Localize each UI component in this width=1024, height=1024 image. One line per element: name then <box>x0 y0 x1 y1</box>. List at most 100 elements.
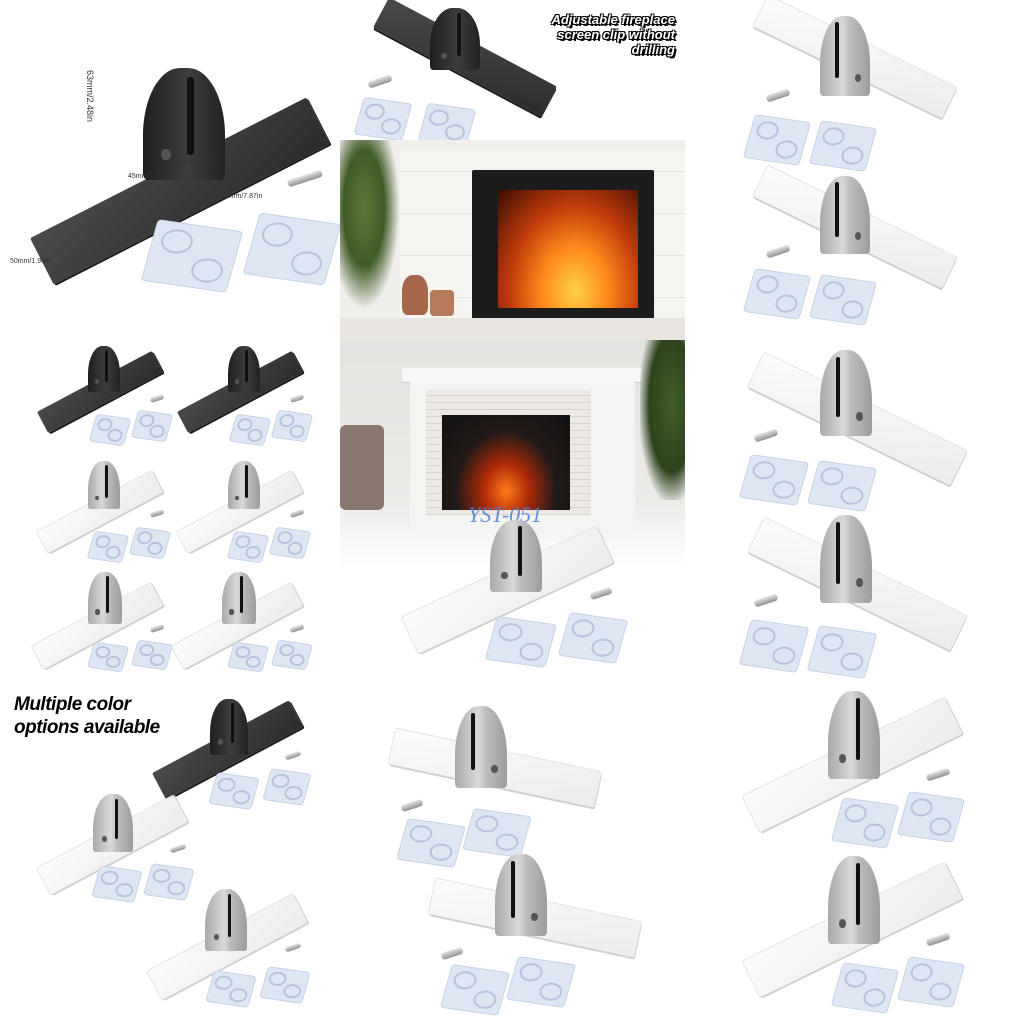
adhesive-pad <box>91 865 143 903</box>
small-kit-silver <box>170 568 314 673</box>
silver-kit-center <box>395 510 629 670</box>
screw <box>149 508 165 519</box>
headline-text: Adjustable fireplace screen clip without… <box>551 12 675 57</box>
silver-clip <box>490 520 542 592</box>
black-clip <box>210 699 248 755</box>
black-clip <box>143 68 225 180</box>
screw <box>289 623 305 634</box>
adhesive-pad <box>270 409 314 443</box>
dimension-plate-width-label: 50mm/1.96in <box>10 258 51 265</box>
silver-clip <box>455 706 507 788</box>
fire-insert <box>442 415 570 510</box>
pot <box>430 290 454 316</box>
screw <box>440 946 464 961</box>
adhesive-pad <box>205 970 257 1008</box>
silver-clip <box>228 461 260 509</box>
screw <box>284 750 302 761</box>
dimension-diagram-black-kit: 63mm/2.48in 33mm/1.3in 45mm/1.77in 200mm… <box>0 40 342 293</box>
screw <box>925 767 951 782</box>
variant-grid <box>30 340 314 673</box>
adhesive-pad <box>439 964 511 1016</box>
adhesive-pad <box>228 413 272 447</box>
adhesive-pad <box>806 625 878 679</box>
silver-kit-right-4 <box>738 505 980 679</box>
adhesive-pad <box>353 96 413 142</box>
mixed-kit-black <box>150 695 312 815</box>
hearth-ledge <box>340 318 685 340</box>
adhesive-pad <box>896 956 966 1008</box>
fireplace-scene-1 <box>340 140 685 340</box>
dimension-height-label: 63mm/2.48in <box>85 70 95 123</box>
silver-kit-bottom-right-2 <box>740 850 970 1020</box>
hero-black-kit <box>340 0 685 148</box>
armchair <box>340 425 384 510</box>
adhesive-pad <box>505 956 577 1008</box>
plant <box>640 340 685 500</box>
adhesive-pad <box>86 530 130 564</box>
adhesive-pad <box>270 639 314 671</box>
plant <box>340 140 400 310</box>
adhesive-pad <box>268 526 312 560</box>
screw <box>284 942 302 953</box>
adhesive-pad <box>128 526 172 560</box>
adhesive-pad <box>259 966 311 1004</box>
silver-clip <box>820 515 872 603</box>
fire <box>498 190 638 308</box>
silver-kit-bottom-right-1 <box>740 685 970 855</box>
black-clip <box>228 346 260 392</box>
silver-clip <box>820 176 870 254</box>
adhesive-pad <box>738 619 810 673</box>
silver-clip <box>820 350 872 436</box>
silver-clip <box>820 16 870 96</box>
dimension-clip-depth-label: 33mm/1.3in <box>180 158 217 165</box>
screw <box>286 169 324 188</box>
silver-clip <box>88 461 120 509</box>
adhesive-pad <box>808 274 878 326</box>
small-kit-black <box>170 340 314 450</box>
dimension-plate-length-label: 200mm/7.87in <box>218 193 263 200</box>
screw <box>765 88 791 103</box>
silver-clip <box>828 691 880 779</box>
adhesive-pad <box>830 962 900 1014</box>
adhesive-pad <box>557 612 629 664</box>
silver-clip <box>88 572 122 624</box>
screw <box>289 393 305 404</box>
dimension-clip-width-label: 45mm/1.77in <box>128 173 169 180</box>
adhesive-pad <box>742 268 812 320</box>
silver-kit-bottom-2 <box>425 850 645 1020</box>
screw <box>400 798 424 813</box>
screw <box>367 74 393 89</box>
silver-kit-right-3 <box>738 340 980 512</box>
adhesive-pad <box>808 120 878 172</box>
adhesive-pad <box>88 413 132 447</box>
silver-clip <box>205 889 247 951</box>
fireplace-scene-2: YST-051 <box>340 340 685 570</box>
black-clip <box>430 8 480 70</box>
screw <box>753 593 779 608</box>
screw <box>169 843 187 854</box>
adhesive-pad <box>208 772 260 810</box>
adhesive-pad <box>742 114 812 166</box>
small-kit-silver <box>30 455 172 565</box>
adhesive-pad <box>484 615 558 669</box>
adhesive-pad <box>86 641 130 673</box>
screw <box>149 393 165 404</box>
mixed-kit-silver-2 <box>145 885 315 1015</box>
adhesive-pad <box>896 791 966 843</box>
adhesive-pad <box>130 409 174 443</box>
small-kit-silver <box>30 568 174 673</box>
silver-kit-right-2 <box>740 165 970 330</box>
vase <box>402 275 428 315</box>
adhesive-pad <box>262 768 312 806</box>
adhesive-pad <box>242 212 342 286</box>
screw <box>925 932 951 947</box>
adhesive-pad <box>830 797 900 849</box>
promo-text: Multiple color options available <box>14 694 160 738</box>
adhesive-pad <box>130 639 174 671</box>
small-kit-silver <box>170 455 312 565</box>
screw <box>765 244 791 259</box>
adhesive-pad <box>226 641 270 673</box>
adhesive-pad <box>226 530 270 564</box>
silver-kit-right-1 <box>740 0 970 172</box>
black-clip <box>88 346 120 392</box>
